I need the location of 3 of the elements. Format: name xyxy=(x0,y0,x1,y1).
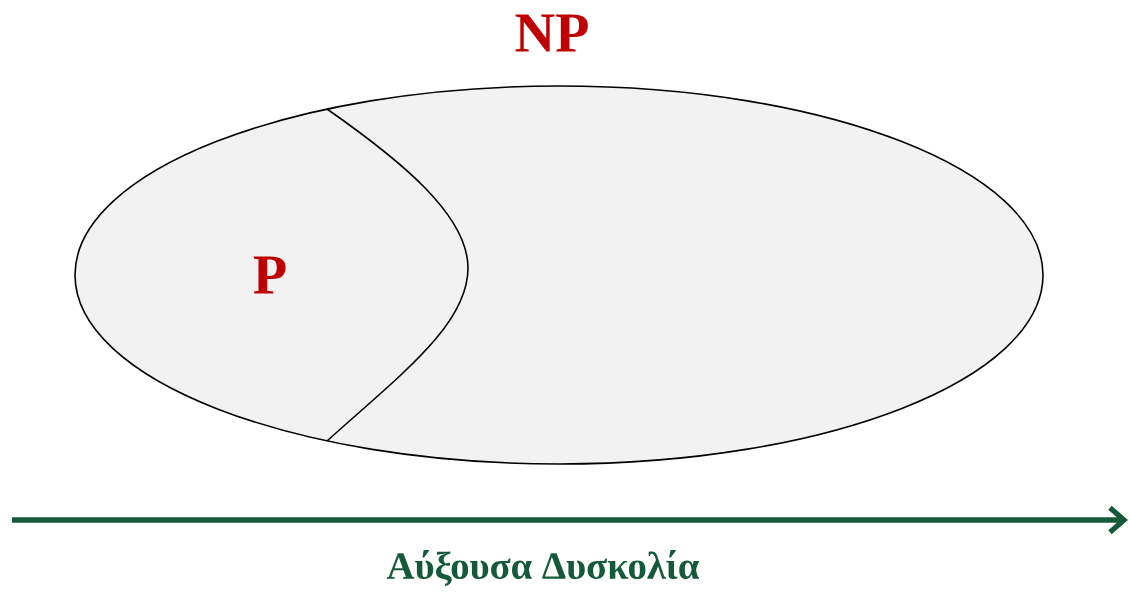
subset-region: P xyxy=(253,108,469,442)
node-label: NP xyxy=(515,14,588,52)
axis-label: Αύξουσα Δυσκολία xyxy=(387,549,700,587)
